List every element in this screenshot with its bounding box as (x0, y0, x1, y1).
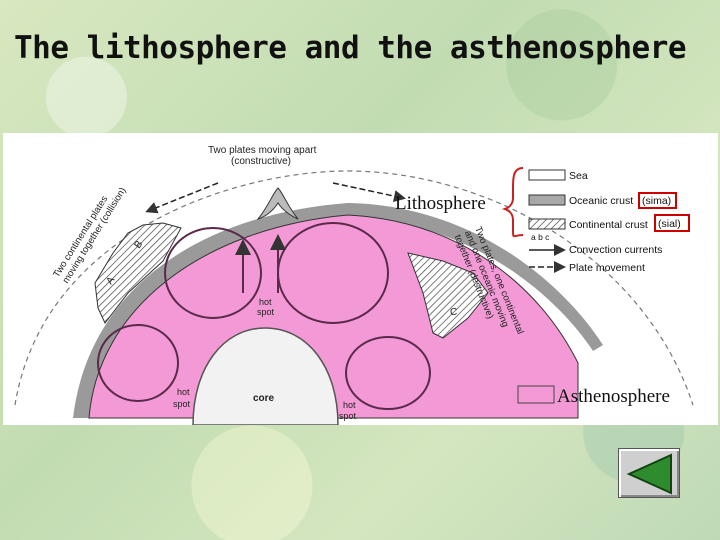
hot-spot-1-a: hot (259, 297, 272, 307)
hot-spot-3-a: hot (343, 400, 356, 410)
asthenosphere-swatch (517, 385, 555, 404)
legend-oceanic: Oceanic crust (569, 195, 633, 207)
convection-cell-4 (345, 336, 431, 410)
triangle-left-icon (626, 453, 672, 495)
legend-convection: Convection currents (569, 244, 662, 256)
legend-sima: (sima) (642, 195, 671, 207)
letter-c: C (450, 307, 457, 318)
page-title: The lithosphere and the asthenosphere (14, 30, 687, 66)
outer-dashed-arc (14, 170, 694, 406)
convection-cell-1 (164, 227, 262, 319)
asthenosphere-callout: Asthenosphere (557, 386, 670, 407)
legend-sial: (sial) (658, 218, 681, 230)
top-label: Two plates moving apart (208, 145, 317, 156)
sial-highlight (654, 214, 690, 232)
hot-spot-3-b: spot (339, 411, 357, 421)
lithosphere-brace (501, 167, 524, 238)
hot-spot-2-b: spot (173, 399, 191, 409)
legend-swatch-continental (528, 218, 566, 230)
convection-cell-3 (97, 324, 179, 402)
hot-spot-1-b: spot (257, 307, 275, 317)
legend-sea: Sea (569, 170, 588, 182)
legend-continental: Continental crust (569, 219, 648, 231)
core-label: core (253, 393, 275, 404)
continental-crust-right (407, 252, 489, 339)
continental-crust-left (94, 222, 182, 324)
legend-plate-movement: Plate movement (569, 262, 645, 274)
earth-structure-diagram: Two plates moving apart (constructive) T… (3, 133, 718, 425)
top-label-sub: (constructive) (231, 156, 291, 167)
sima-highlight (638, 192, 677, 209)
lithosphere-callout: Lithosphere (395, 193, 486, 214)
plate-arrow-right (332, 182, 406, 202)
hot-spot-2-a: hot (177, 387, 190, 397)
legend-abc: a b c (531, 232, 550, 242)
legend-swatch-oceanic (528, 194, 566, 206)
back-button[interactable] (618, 448, 680, 498)
plate-arrow-left (145, 182, 219, 214)
mid-ocean-ridge (256, 187, 299, 220)
core (192, 327, 339, 425)
legend-swatch-sea (528, 169, 566, 181)
diagram-svg: Two plates moving apart (constructive) T… (14, 145, 694, 425)
